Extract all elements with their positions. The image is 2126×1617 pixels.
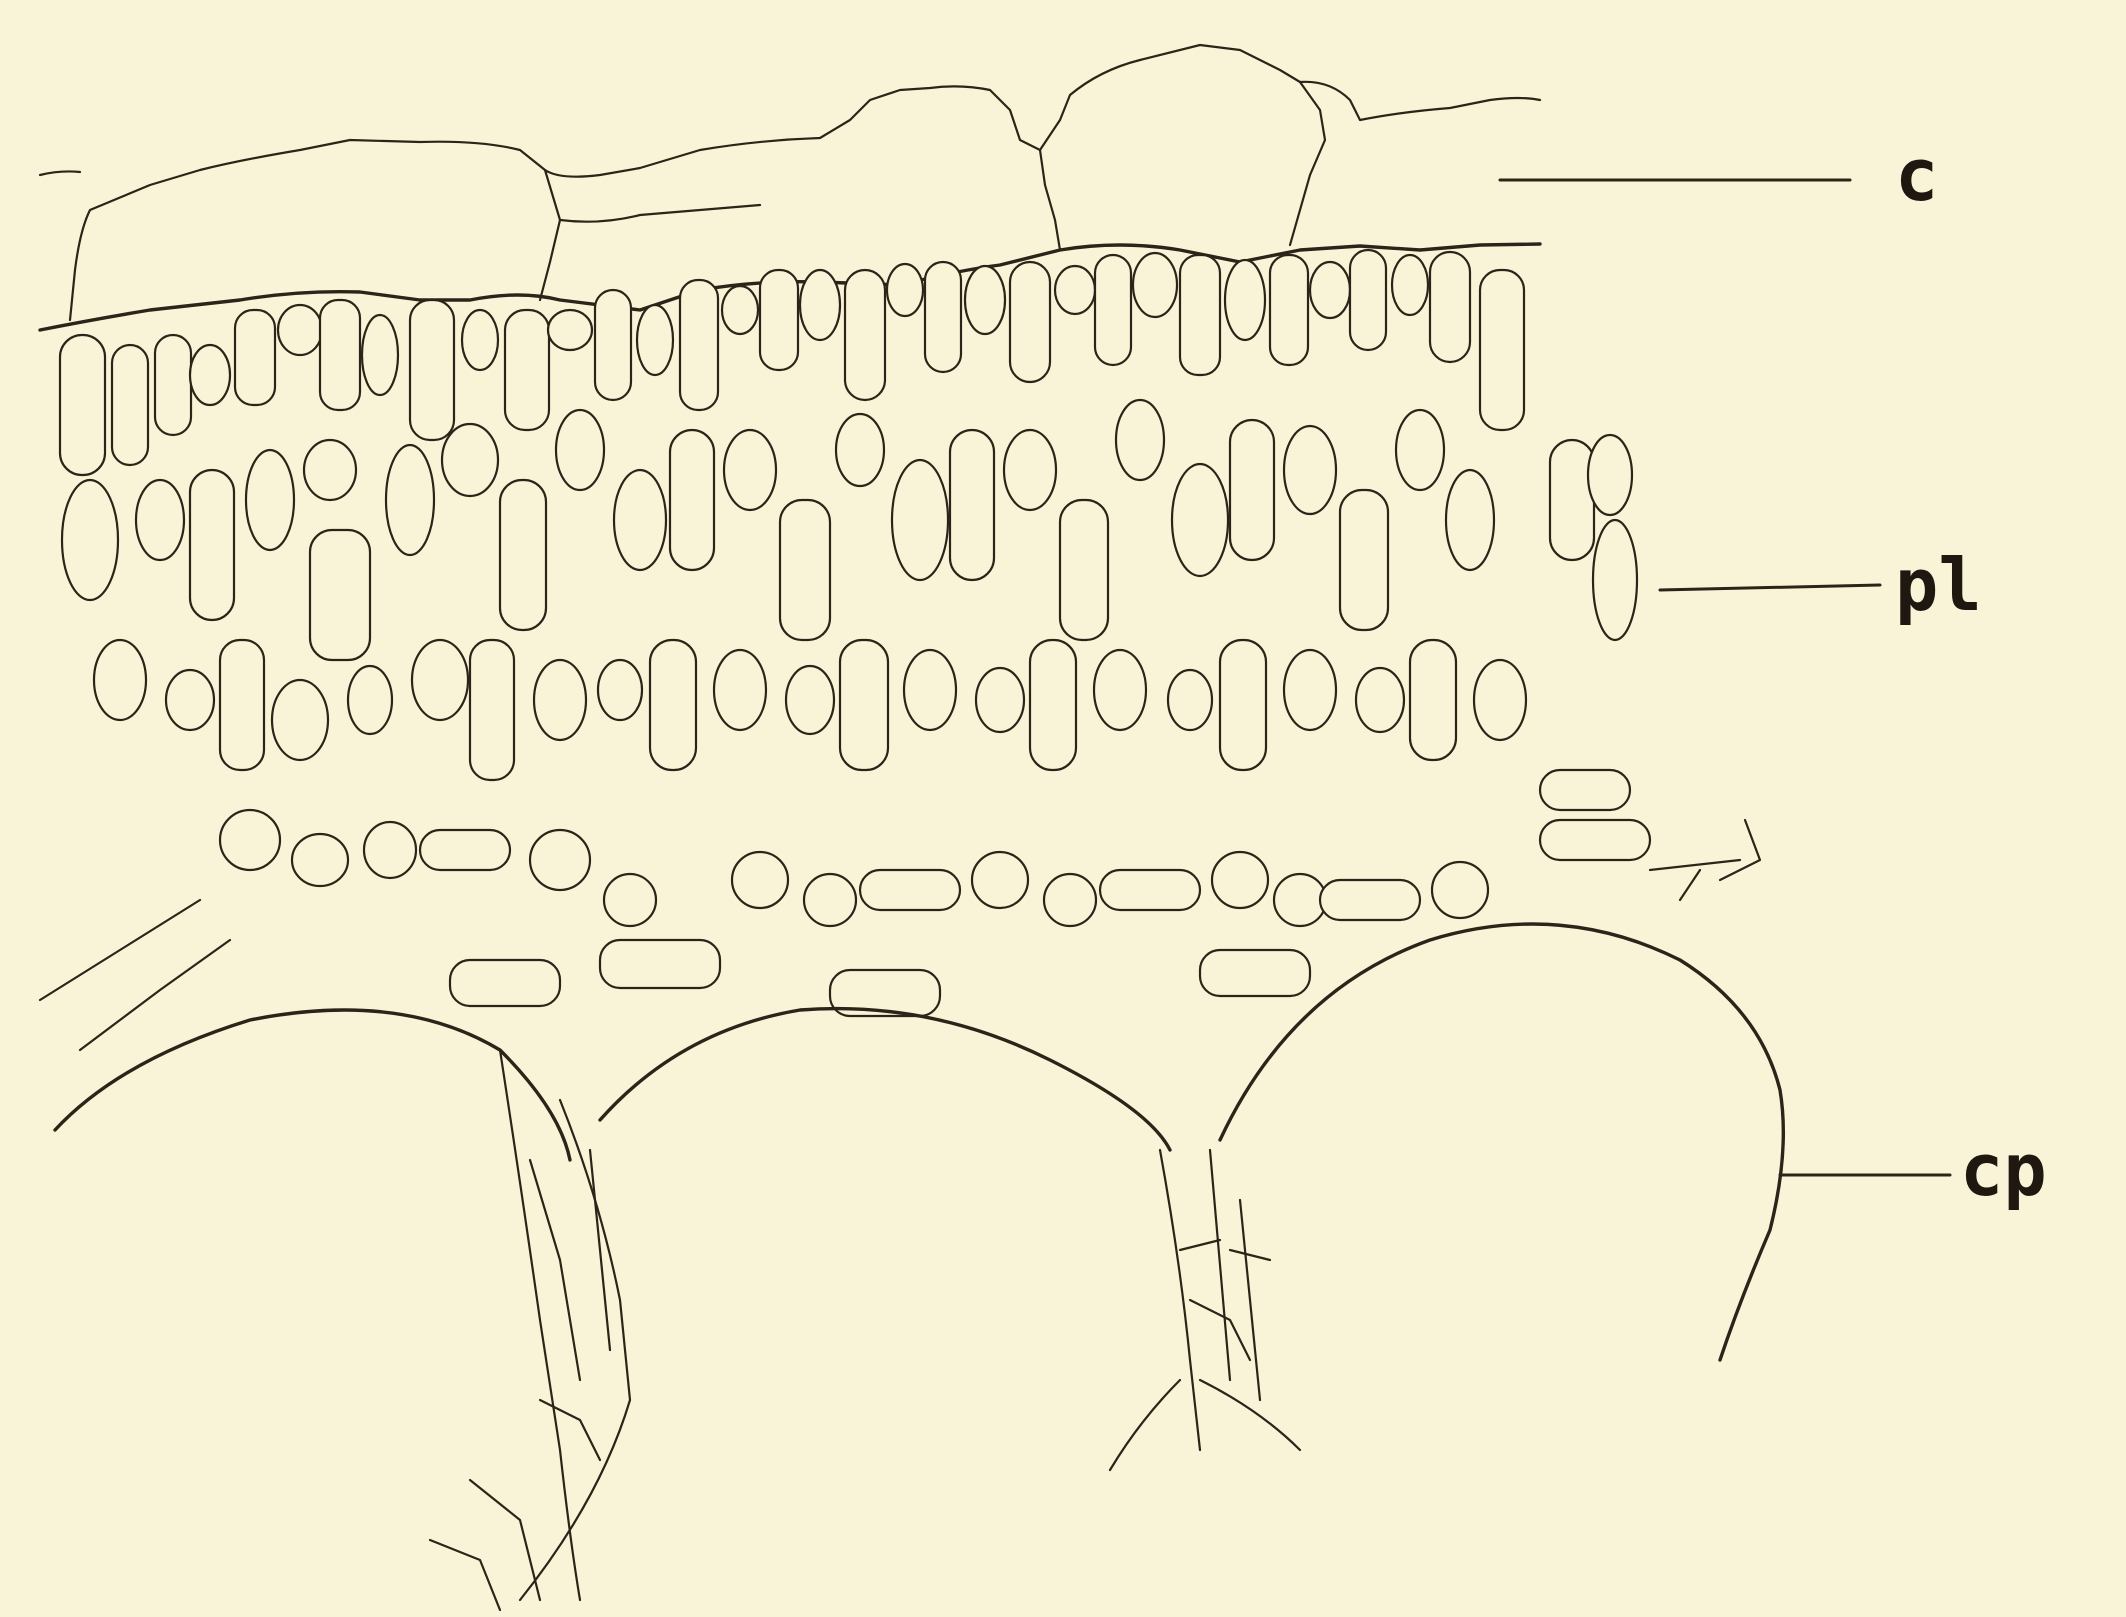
perithecia [40, 820, 1783, 1610]
label-c-group: c [1500, 133, 1938, 217]
label-pl-group: pl [1660, 543, 1982, 627]
photobiont-layer [60, 250, 1650, 1016]
label-cp: cp [1960, 1128, 2047, 1212]
label-c: c [1895, 133, 1938, 217]
label-cp-group: cp [1780, 1128, 2047, 1212]
label-pl: pl [1895, 543, 1982, 627]
leader-line-pl [1660, 585, 1880, 590]
